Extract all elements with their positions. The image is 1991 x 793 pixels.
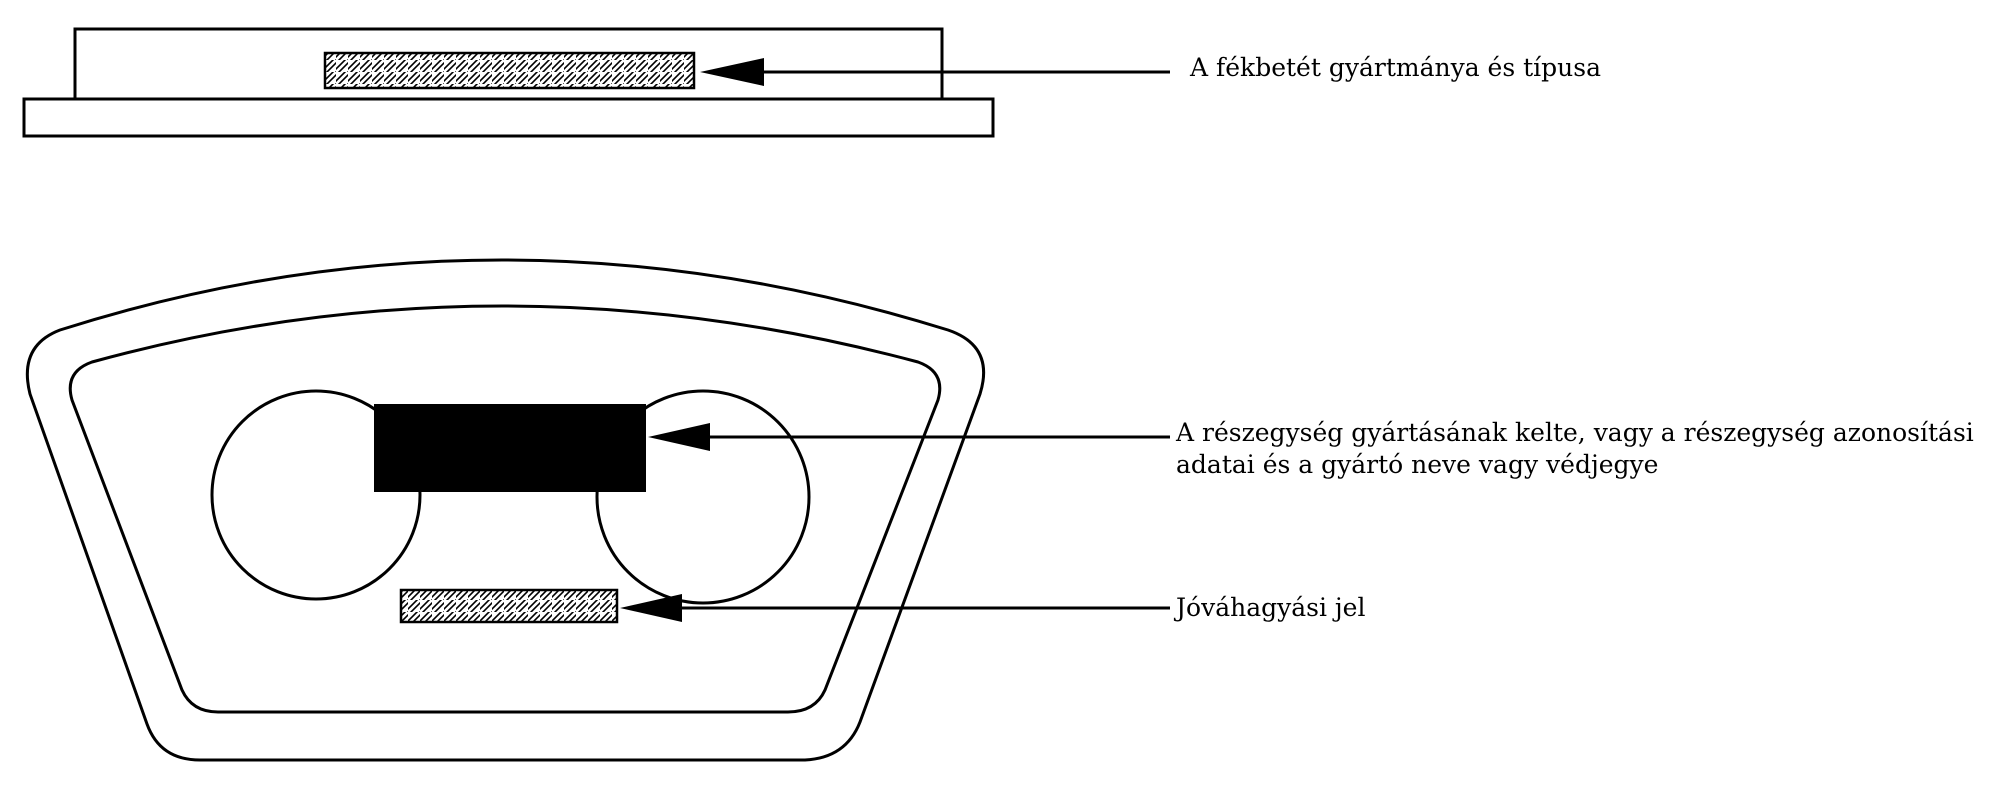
component-id-label: A részegység gyártásának kelte, vagy a r…: [1176, 417, 1974, 481]
component-id-arrow: [648, 423, 1170, 451]
component-id-label-line1: A részegység gyártásának kelte, vagy a r…: [1176, 418, 1974, 447]
approval-mark-marking: [399, 588, 619, 624]
brake-shoe-front-view: [25, 258, 986, 762]
shoe-inner-outline: [68, 304, 942, 714]
right-rivet-circle: [595, 389, 811, 605]
component-id-label-line2: adatai és a gyártó neve vagy védjegye: [1176, 450, 1659, 479]
approval-mark-arrow: [620, 594, 1170, 622]
pad-make-type-label: A fékbetét gyártmánya és típusa: [1190, 53, 1601, 82]
left-rivet-circle: [210, 389, 422, 601]
shoe-outer-outline: [25, 258, 986, 762]
pad-side-view: [22, 27, 995, 138]
pad-make-type-marking: [323, 51, 696, 90]
pad-make-type-arrow: [700, 58, 1170, 86]
approval-mark-label: Jóváhagyási jel: [1176, 593, 1366, 622]
component-id-marking: [374, 404, 646, 492]
backing-plate: [22, 97, 995, 138]
